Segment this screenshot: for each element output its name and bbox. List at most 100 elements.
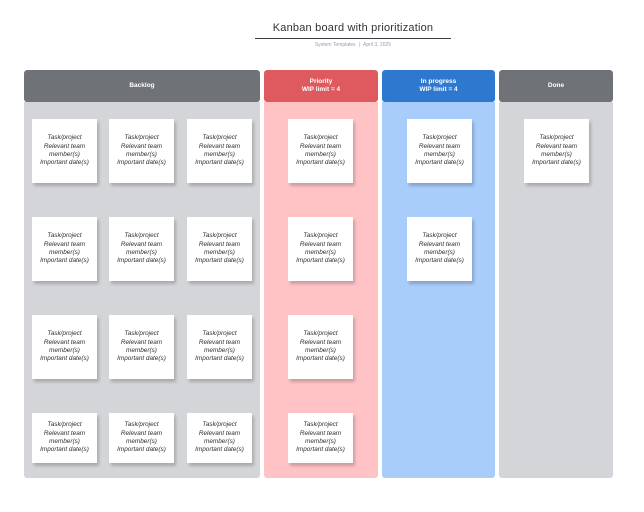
card-text-line4: Important date(s) <box>195 159 244 167</box>
card-text-line4: Important date(s) <box>117 446 166 454</box>
card-text-line3: member(s) <box>49 151 80 158</box>
card-text-line3: member(s) <box>126 151 157 158</box>
card-text-line4: Important date(s) <box>296 159 345 167</box>
card-text-line2: Relevant team <box>299 240 342 248</box>
card-text-line1: Task/project <box>422 232 457 240</box>
card-text-line3: member(s) <box>305 347 336 354</box>
column-header-priority[interactable]: Priority WIP limit = 4 <box>264 70 378 102</box>
card-text-line2: Relevant team <box>418 142 461 150</box>
card-text-line2: Relevant team <box>299 142 342 150</box>
card-text-line4: Important date(s) <box>40 446 89 454</box>
card-text-line3: member(s) <box>49 347 80 354</box>
card-text-line4: Important date(s) <box>296 355 345 363</box>
board-title: Kanban board with prioritization <box>255 22 451 39</box>
wip-limit-label: WIP limit = 4 <box>419 86 458 93</box>
column-header-in-progress[interactable]: In progress WIP limit = 4 <box>382 70 495 102</box>
card-text-line1: Task/project <box>124 134 159 142</box>
card-text-line4: Important date(s) <box>415 159 464 167</box>
card-text-line1: Task/project <box>124 421 159 429</box>
card-text-line2: Relevant team <box>198 338 241 346</box>
card-text-line3: member(s) <box>126 438 157 445</box>
column-title: In progress <box>420 78 457 85</box>
card-text-line2: Relevant team <box>198 429 241 437</box>
card-text-line2: Relevant team <box>120 338 163 346</box>
card-text-line3: member(s) <box>49 438 80 445</box>
card-text-line1: Task/project <box>47 232 82 240</box>
board-date: April 3, 2025 <box>363 42 392 48</box>
card-text-line4: Important date(s) <box>117 159 166 167</box>
card-text-line4: Important date(s) <box>195 257 244 265</box>
card-text-line1: Task/project <box>303 330 338 338</box>
card-text-line2: Relevant team <box>198 142 241 150</box>
card-text-line2: Relevant team <box>120 240 163 248</box>
card-text-line1: Task/project <box>47 330 82 338</box>
card-text-line1: Task/project <box>47 134 82 142</box>
card-text-line4: Important date(s) <box>40 159 89 167</box>
card-text-line1: Task/project <box>303 421 338 429</box>
card-text-line3: member(s) <box>204 249 235 256</box>
card-text-line2: Relevant team <box>43 338 86 346</box>
card-text-line1: Task/project <box>539 134 574 142</box>
card-text-line2: Relevant team <box>198 240 241 248</box>
card-text-line2: Relevant team <box>120 142 163 150</box>
card-text-line2: Relevant team <box>43 142 86 150</box>
column-header-done[interactable]: Done <box>499 70 613 102</box>
card-text-line3: member(s) <box>424 249 455 256</box>
subtitle-separator: | <box>358 42 360 48</box>
card-text-line2: Relevant team <box>43 429 86 437</box>
card-text-line2: Relevant team <box>535 142 578 150</box>
card-text-line3: member(s) <box>126 347 157 354</box>
column-title: Priority <box>309 78 333 85</box>
card-text-line2: Relevant team <box>299 338 342 346</box>
card-text-line4: Important date(s) <box>195 446 244 454</box>
card-text-line1: Task/project <box>422 134 457 142</box>
card-text-line1: Task/project <box>202 134 237 142</box>
card-text-line1: Task/project <box>47 421 82 429</box>
card-text-line3: member(s) <box>305 438 336 445</box>
card-text-line3: member(s) <box>204 151 235 158</box>
card-text-line3: member(s) <box>126 249 157 256</box>
card-text-line3: member(s) <box>204 347 235 354</box>
card-text-line2: Relevant team <box>43 240 86 248</box>
card-text-line1: Task/project <box>202 330 237 338</box>
card-text-line3: member(s) <box>424 151 455 158</box>
card-text-line3: member(s) <box>49 249 80 256</box>
card-text-line4: Important date(s) <box>40 257 89 265</box>
card-text-line3: member(s) <box>305 249 336 256</box>
card-text-line1: Task/project <box>124 330 159 338</box>
column-header-backlog[interactable]: Backlog <box>24 70 260 102</box>
card-text-line4: Important date(s) <box>40 355 89 363</box>
card-text-line4: Important date(s) <box>117 355 166 363</box>
card-text-line4: Important date(s) <box>296 257 345 265</box>
card-text-line2: Relevant team <box>299 429 342 437</box>
card-text-line4: Important date(s) <box>415 257 464 265</box>
card-text-line3: member(s) <box>541 151 572 158</box>
card-text-line1: Task/project <box>202 232 237 240</box>
card-text-line1: Task/project <box>303 232 338 240</box>
wip-limit-label: WIP limit = 4 <box>301 86 341 93</box>
board-subtitle: System Templates|April 3, 2025 <box>255 42 451 48</box>
card-text-line2: Relevant team <box>418 240 461 248</box>
card-text-line4: Important date(s) <box>296 446 345 454</box>
template-source: System Templates <box>314 42 356 48</box>
card-text-line2: Relevant team <box>120 429 163 437</box>
